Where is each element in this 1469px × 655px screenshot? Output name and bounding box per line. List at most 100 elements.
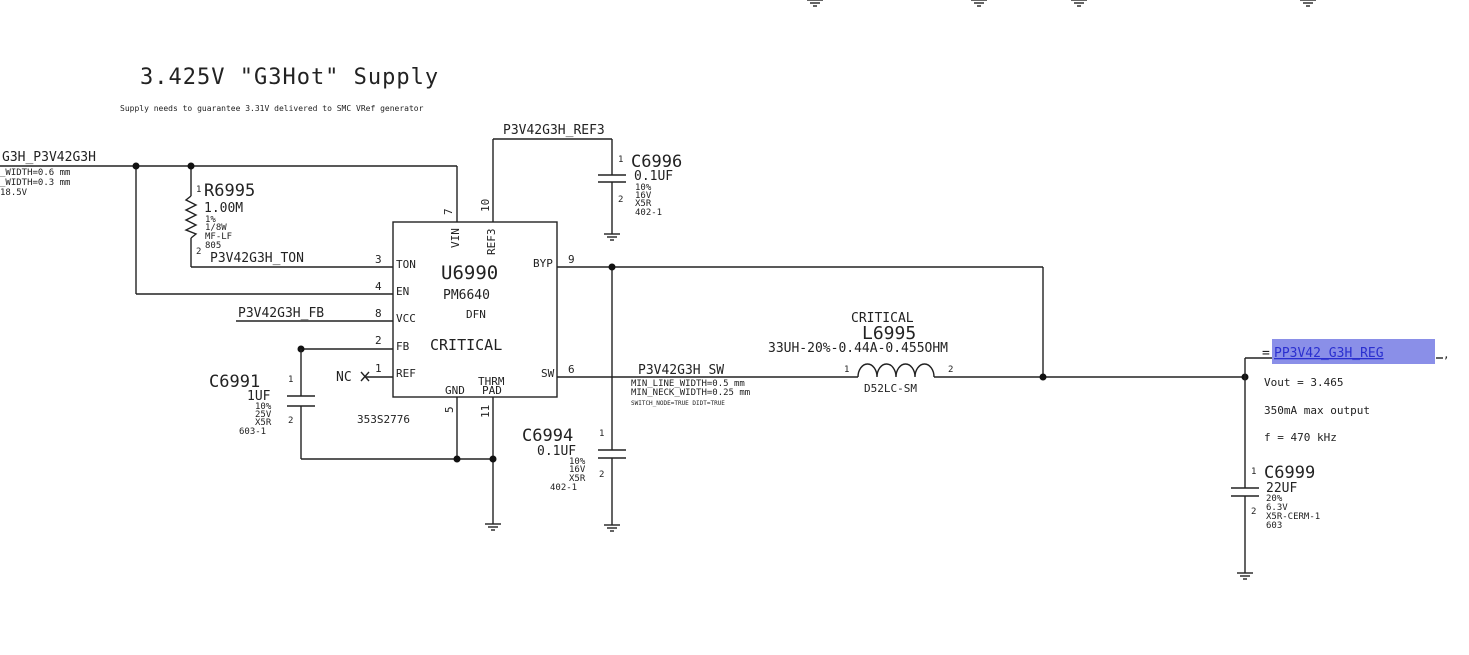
pin-number-en: 4 [375,280,382,293]
c6991-pin2: 2 [288,416,293,426]
capacitor-c6999: 1 C6999 22UF 20% 6.3V X5R-CERM-1 603 2 [1231,463,1320,531]
c6994-pin2: 2 [599,470,604,480]
net-label-ref3: P3V42G3H_REF3 [503,123,605,138]
byp-network [557,263,1044,450]
pin-label-vcc: VCC [396,312,416,325]
sw-network [557,373,1249,381]
input-net-attr-1: _WIDTH=0.6 mm [0,168,70,178]
output-net-label[interactable]: PP3V42_G3H_REG [1274,346,1384,361]
c6996-voltage: 16V [635,191,652,201]
pin-label-ton: TON [396,258,416,271]
capacitor-c6996: 1 C6996 0.1UF 10% 16V X5R 402-1 2 [598,152,682,241]
u6990-bom: 353S2776 [357,413,410,426]
c6996-tolerance: 10% [635,183,652,193]
pin-number-vin: 7 [442,208,455,215]
c6994-ref: C6994 [522,426,573,446]
pin-label-sw: SW [541,367,555,380]
pin-number-byp: 9 [568,253,575,266]
r6995-value: 1.00M [204,201,243,216]
pin-label-ref3: REF3 [485,229,498,256]
input-net-attr-3: 18.5V [0,188,28,198]
input-net-label: G3H_P3V42G3H [2,150,96,165]
c6996-pin2: 2 [618,195,623,205]
net-label-sw: P3V42G3H_SW [638,363,724,378]
r6995-pin2: 2 [196,247,201,257]
l6995-critical: CRITICAL [851,311,914,326]
pin-label-vin: VIN [449,228,462,248]
output-equals: = [1262,346,1270,361]
inductor-l6995: CRITICAL L6995 33UH-20%-0.44A-0.455OHM D… [768,311,953,395]
nc-marker: NC [336,370,352,385]
pin-label-byp: BYP [533,257,553,270]
c6999-ref: C6999 [1264,463,1315,483]
r6995-ref: R6995 [204,181,255,201]
c6994-voltage: 16V [569,465,586,475]
l6995-ref: L6995 [862,323,916,344]
c6996-size: 402-1 [635,208,662,218]
r6995-type: MF-LF [205,232,232,242]
pin-number-thrm: 11 [479,405,492,418]
sw-attr-switch-node: SWITCH_NODE=TRUE DIDT=TRUE [631,400,725,407]
pin-number-ton: 3 [375,253,382,266]
pin-number-ref: 1 [375,362,382,375]
net-label-fb: P3V42G3H_FB [238,306,324,321]
r6995-tolerance: 1% [205,215,216,225]
pin-number-ref3: 10 [479,199,492,212]
c6994-size: 402-1 [550,483,577,493]
c6991-pin1: 1 [288,375,293,385]
c6996-ref: C6996 [631,152,682,172]
output-net-highlight [1272,339,1435,364]
ground-symbol-top-4 [1299,0,1317,7]
output-frequency: f = 470 kHz [1264,431,1337,444]
c6991-value: 1UF [247,389,271,404]
net-label-ton: P3V42G3H_TON [210,251,304,266]
output-vout: Vout = 3.465 [1264,376,1343,389]
u6990-part: PM6640 [443,288,490,303]
capacitor-c6994: C6994 1 0.1UF 10% 16V X5R 402-1 2 [522,426,626,532]
c6991-dielectric: X5R [255,418,272,428]
pin-number-sw: 6 [568,363,575,376]
l6995-pin2: 2 [948,365,953,375]
pin-label-en: EN [396,285,409,298]
u6990-critical: CRITICAL [430,336,502,354]
c6999-dielectric: X5R-CERM-1 [1266,512,1320,522]
c6991-ref: C6991 [209,372,260,392]
ic-u6990: U6990 PM6640 DFN CRITICAL 353S2776 TON E… [336,199,575,426]
page-title: 3.425V "G3Hot" Supply [140,65,439,90]
l6995-package: D52LC-SM [864,382,917,395]
c6996-value: 0.1UF [634,169,673,184]
u6990-ref: U6990 [441,262,498,284]
capacitor-c6991: C6991 1 1UF 10% 25V X5R 603-1 2 [209,372,315,437]
c6994-pin1: 1 [599,429,604,439]
input-wires [0,162,458,295]
c6999-tolerance: 20% [1266,494,1283,504]
r6995-power: 1/8W [205,223,227,233]
sw-attr-line-width: MIN_LINE_WIDTH=0.5 mm [631,379,745,389]
c6994-value: 0.1UF [537,444,576,459]
sw-attr-neck-width: MIN_NECK_WIDTH=0.25 mm [631,388,750,398]
ref3-net [492,138,613,222]
ground-symbol-top-3 [1070,0,1088,7]
pin-label-gnd: GND [445,384,465,397]
c6991-voltage: 25V [255,410,272,420]
output-current: 350mA max output [1264,404,1370,417]
pin-number-vcc: 8 [375,307,382,320]
u6990-package: DFN [466,308,486,321]
l6995-pin1: 1 [844,365,849,375]
output-net-comma: , [1443,348,1450,361]
c6999-voltage: 6.3V [1266,503,1288,513]
pin-number-gnd: 5 [443,406,456,413]
ground-symbol-top-1 [806,0,824,7]
pin-label-thrm: THRM [478,375,505,388]
pin-label-ref: REF [396,367,416,380]
c6999-size: 603 [1266,521,1282,531]
c6999-pin1: 1 [1251,467,1256,477]
ground-symbol-top-2 [970,0,988,7]
output-network [1236,357,1443,580]
c6991-tolerance: 10% [255,402,272,412]
c6999-value: 22UF [1266,481,1297,496]
l6995-value: 33UH-20%-0.44A-0.455OHM [768,341,948,356]
pin-label-pad: PAD [482,384,502,397]
page-subtitle: Supply needs to guarantee 3.31V delivere… [120,104,424,113]
